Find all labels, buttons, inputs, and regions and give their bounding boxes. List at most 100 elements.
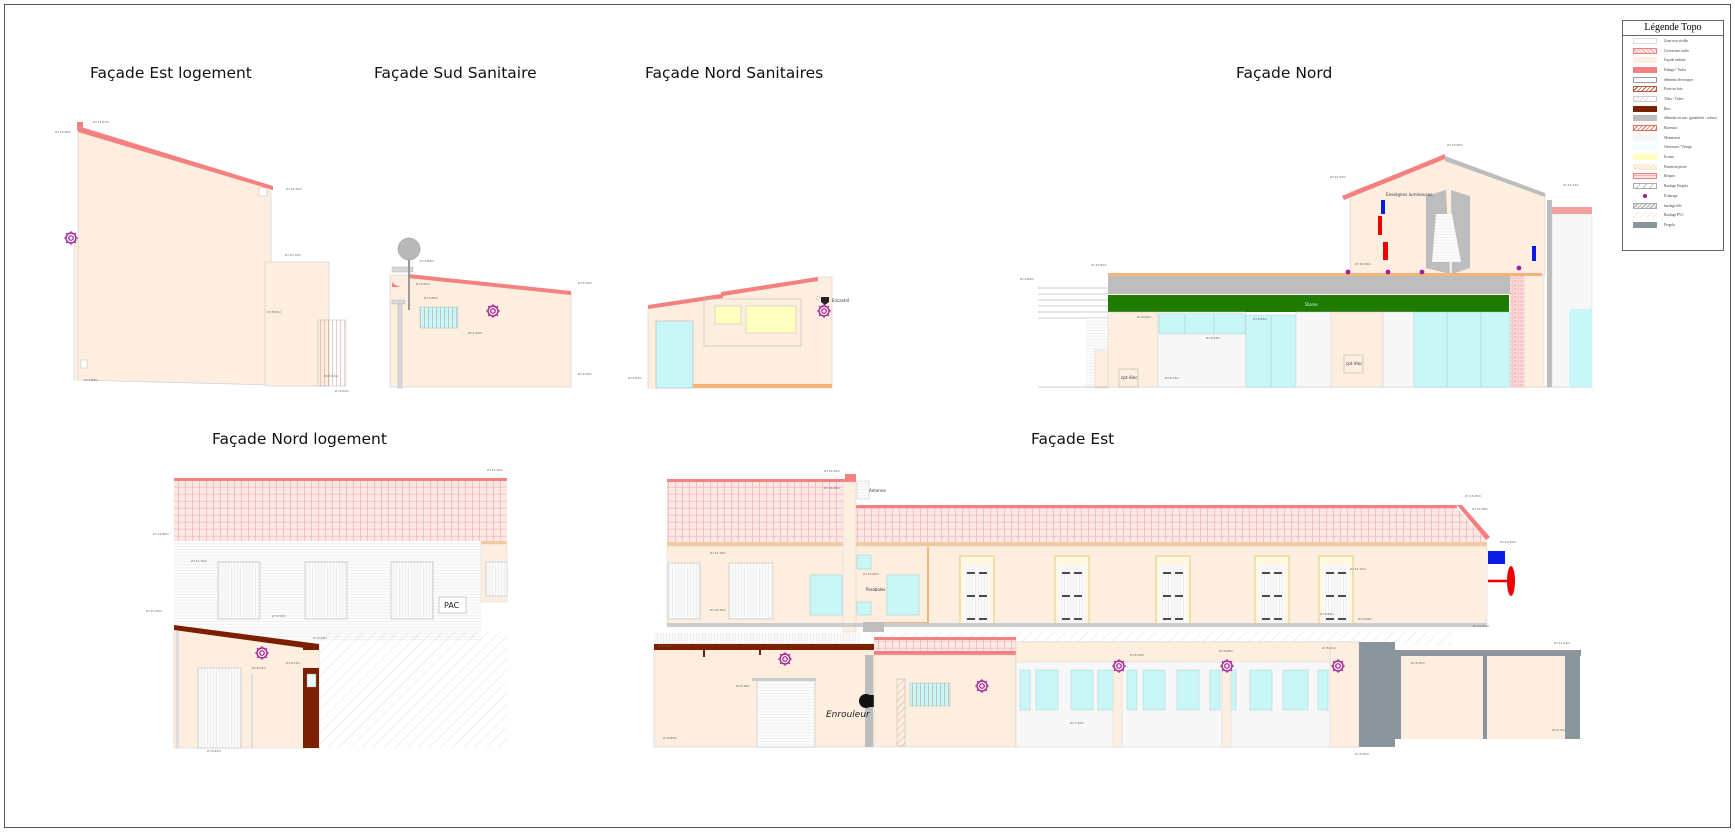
dimension-label: Z=8.76m	[1130, 653, 1144, 657]
dimension-label: Z=10.15m	[710, 608, 726, 612]
light-fixture-icon	[63, 230, 79, 246]
facade-sud-sanitaire-drawing	[389, 237, 572, 389]
legend-swatch-couverture-tuiles	[1633, 47, 1657, 54]
legend-label: éléments électriques	[1664, 77, 1694, 82]
legend-swatch-parement-pierre	[1633, 163, 1657, 170]
legend-swatch-bardage-pergola	[1633, 183, 1657, 190]
legend-swatch-zone-non-visible	[1633, 37, 1657, 44]
legend-item-pergola: Pergola	[1623, 220, 1723, 230]
facade-nord-drawing: Enseignes lumineuses Stores cpt élec cpt…	[1038, 154, 1593, 389]
dimension-label: Z=4.09m	[578, 372, 592, 376]
dimension-label: Z=12.88m	[153, 532, 169, 536]
pac-label: PAC	[444, 601, 460, 610]
dimension-label: Z=9.44m	[313, 636, 327, 640]
dimension-label: Z=6.88m	[84, 378, 98, 382]
dimension-label: Z=14.07m	[93, 120, 109, 124]
enseignes-label: Enseignes lumineuses	[1386, 192, 1433, 197]
dimension-label: Z=8.54m	[1322, 646, 1336, 650]
dimension-label: Z=7.40m	[1070, 721, 1084, 725]
legend-label: Barreaux	[1664, 126, 1678, 131]
dimension-label: Z=8.29m	[1206, 336, 1220, 340]
dimension-label: Z=11.72m	[1350, 567, 1366, 571]
legend-swatch-eclairage	[1633, 192, 1657, 199]
legend-item-bardage-pvc: Bardage PVC	[1623, 210, 1723, 220]
legend-item-zone-non-visible: Zone non visible	[1623, 36, 1723, 46]
legend-swatch-zinc	[1633, 115, 1657, 122]
dimension-label: Z=10.19m	[285, 253, 301, 257]
dimension-label: Z=14.39m	[824, 469, 840, 473]
dimension-label: Z=12.55m	[1330, 175, 1346, 179]
legend-item-ecrans: Ecrans	[1623, 152, 1723, 162]
dimension-label: Z=8.84m	[1253, 317, 1267, 321]
legend-swatch-pergola	[1633, 221, 1657, 228]
dimension-label: Z=12.15m	[1563, 183, 1579, 187]
dimension-label: Z=10.55m	[1355, 262, 1371, 266]
dimension-label: Z=13.90m	[55, 130, 71, 134]
dimension-label: Z=11.70m	[191, 559, 207, 563]
facade-nord-logement-drawing: PAC	[173, 478, 508, 749]
legend-label: Bois	[1664, 106, 1671, 111]
dimension-label: Z=8.52m	[267, 310, 281, 314]
dimension-label: Z=6.75m	[1165, 376, 1179, 380]
title-facade-sud-sanitaire: Façade Sud Sanitaire	[374, 64, 537, 82]
dimension-label: Z=5.25m	[578, 281, 592, 285]
title-facade-nord: Façade Nord	[1236, 64, 1333, 82]
legend-label: Bardage PVC	[1664, 213, 1684, 218]
dimension-label: Z=13.18m	[1472, 507, 1488, 511]
dimension-label: Z=4.30m	[468, 331, 482, 335]
legend-swatch-barreaux	[1633, 125, 1657, 132]
dimension-label: Z=8.20m	[1411, 661, 1425, 665]
legend-label: Porte en bois	[1664, 87, 1683, 92]
dimension-label: Z=6.50m	[335, 389, 349, 393]
legend-item-elements-electriques: éléments électriques	[1623, 75, 1723, 85]
legend-swatch-briques	[1633, 173, 1657, 180]
legend-label: Ouverture / Vitrage	[1664, 145, 1692, 150]
facade-est-logement-drawing	[63, 122, 347, 387]
legend-label: éléments en zinc (gouttières / solins)	[1664, 116, 1717, 121]
svg-text:Encastré: Encastré	[832, 298, 850, 303]
legend-swatch-facade-enduite	[1633, 57, 1657, 64]
dimension-label: Z=9.56m	[272, 614, 286, 618]
dimension-label: Z=4.85m	[628, 376, 642, 380]
facade-est-drawing: Antenne Paraboles	[653, 474, 1581, 748]
legend-swatch-toles-volets	[1633, 95, 1657, 102]
dimension-label: Z=13.05m	[1447, 143, 1463, 147]
dimension-label: Z=8.15m	[286, 661, 300, 665]
legend-label: Façade enduite	[1664, 58, 1686, 63]
legend-label: Menuiserie	[1664, 135, 1681, 140]
shuttered-windows	[959, 555, 1354, 625]
dimension-label: Z=6.79m	[1552, 728, 1566, 732]
dimension-label: Z=6.59m	[658, 644, 672, 648]
legend-item-menuiserie: Menuiserie	[1623, 133, 1723, 143]
drawing-frame	[4, 4, 1731, 828]
legend-label: Zone non visible	[1664, 38, 1689, 43]
legend-label: Ecrans	[1664, 155, 1674, 160]
title-facade-nord-logement: Façade Nord logement	[212, 430, 387, 448]
legend-item-bardage-pergola: Bardage Pergola	[1623, 181, 1723, 191]
dimension-label: Z=10.02m	[1473, 624, 1489, 628]
dimension-label: Z=8.92m	[1137, 315, 1151, 319]
legend-label: Couverture tuiles	[1664, 48, 1689, 53]
legend-swatch-bardage-pvc	[1633, 212, 1657, 219]
legend-item-briques: Briques	[1623, 172, 1723, 182]
legend-swatch-ecrans	[1633, 154, 1657, 161]
legend-label: Tôles / Volets	[1664, 96, 1684, 101]
dimension-label: Z=8.72m	[252, 666, 266, 670]
legend-label: bardage tôle	[1664, 203, 1682, 208]
dimension-label: Z=12.32m	[286, 187, 302, 191]
dimension-label: Z=11.94m	[1554, 641, 1570, 645]
dimension-callouts: Z=14.07m Z=13.90m Z=12.32m Z=10.19m Z=8.…	[55, 120, 1579, 756]
cpt-elec-label: cpt élec	[1346, 361, 1363, 366]
dimension-label: Z=12.78m	[710, 551, 726, 555]
dimension-label: Z=9.83m	[1320, 612, 1334, 616]
legend-label: Faîtage / Tuiles	[1664, 67, 1687, 72]
legend-swatch-bardage-tole	[1633, 202, 1657, 209]
legend-item-bardage-tole: bardage tôle	[1623, 201, 1723, 211]
dimension-label: Z=9.88m	[1358, 617, 1372, 621]
facade-nord-sanitaires-drawing: Encastré	[647, 276, 850, 389]
dimension-label: Z=8.38m	[736, 684, 750, 688]
legend-item-toles-volets: Tôles / Volets	[1623, 94, 1723, 104]
dimension-label: Z=8.88m	[1219, 649, 1233, 653]
legend-swatch-porte-bois	[1633, 86, 1657, 93]
